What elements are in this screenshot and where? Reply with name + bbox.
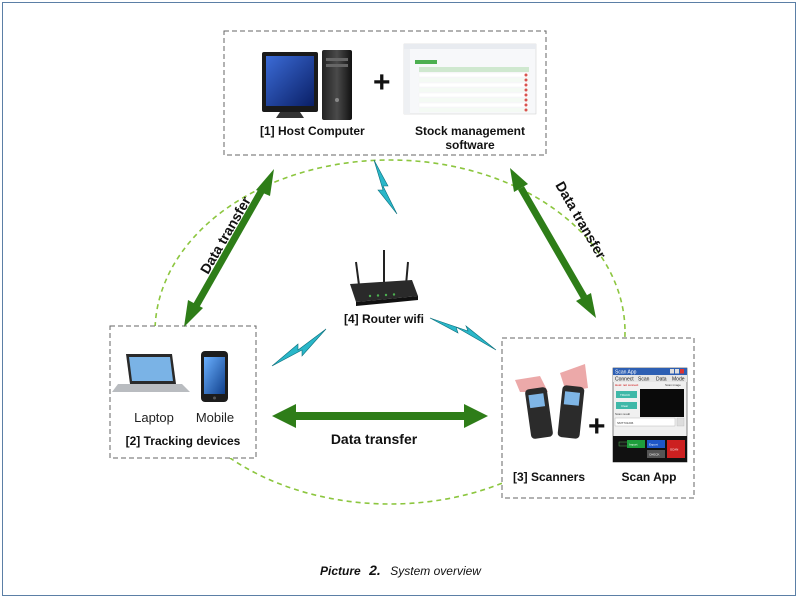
router-label: [4] Router wifi [344, 312, 424, 326]
scan-app-menu-scan[interactable]: Scan [638, 377, 650, 383]
caption-prefix: Picture [320, 564, 361, 578]
track-button[interactable]: TRACK [620, 393, 630, 397]
data-transfer-arrow-left [184, 169, 274, 327]
scanner-devices-icon [515, 364, 588, 439]
mobile-phone-icon [201, 351, 228, 402]
wireless-signal-scanner-icon [429, 317, 497, 351]
scan-button[interactable]: SCAN [670, 448, 678, 452]
data-transfer-arrow-bottom [272, 404, 488, 428]
scan-app-menu-connect[interactable]: Connect [615, 377, 634, 383]
import-button[interactable]: Import [629, 443, 638, 447]
scan-app-label: Scan App [622, 470, 677, 484]
scan-result-label: Scan result [615, 412, 630, 416]
scan-app-status: Host: not connect [615, 383, 639, 387]
caption-number: 2. [368, 562, 381, 578]
scan-image-label: Scan image [665, 383, 681, 387]
scan-app-menu-data[interactable]: Data [656, 377, 667, 383]
host-computer-label: [1] Host Computer [260, 124, 365, 138]
figure-caption: Picture 2. System overview [320, 562, 482, 579]
stock-software-screenshot-icon [403, 43, 537, 115]
clear-button[interactable]: Clear [621, 404, 628, 408]
stock-software-label-line1: Stock management [415, 124, 525, 138]
check-button[interactable]: CHECK [649, 453, 660, 457]
data-transfer-label-right: Data transfer [552, 179, 609, 262]
laptop-icon [112, 354, 190, 392]
plus-sign-scanner: + [588, 410, 606, 443]
export-button[interactable]: Export [649, 443, 658, 447]
scan-result-value: SMT731206 [617, 421, 634, 425]
scanners-label: [3] Scanners [513, 470, 585, 484]
data-transfer-arrow-right [510, 168, 596, 318]
laptop-label: Laptop [134, 410, 174, 425]
caption-text: System overview [390, 564, 482, 578]
plus-sign: + [373, 66, 391, 99]
wireless-signal-tracking-icon [271, 328, 327, 367]
data-transfer-label-bottom: Data transfer [331, 431, 418, 447]
mobile-label: Mobile [196, 410, 234, 425]
scan-app-menu-mode[interactable]: Mode [672, 377, 685, 383]
wireless-signal-host-icon [373, 159, 398, 215]
tracking-devices-label: [2] Tracking devices [126, 434, 241, 448]
scan-app-title: Scan App [615, 370, 637, 376]
scan-app-screenshot: Scan App Connect Scan Data Mode Host: no… [612, 367, 688, 463]
router-icon [350, 250, 418, 306]
data-transfer-label-left: Data transfer [197, 193, 254, 276]
stock-software-label-line2: software [445, 138, 495, 152]
desktop-computer-icon [262, 50, 352, 120]
